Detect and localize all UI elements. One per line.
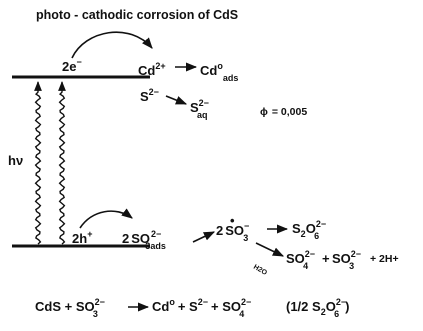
sulfide-release-arrow (165, 95, 188, 105)
holes-label: 2h+ (72, 229, 92, 246)
quantum-yield: ϕ= 0,005 (260, 106, 307, 118)
hydrolysis-arrow (255, 242, 285, 257)
sulfide-ion: S2− (140, 87, 159, 104)
hole-transfer-arrow (79, 208, 133, 229)
cadmium-adsorbed: Cdoads (200, 61, 238, 83)
photon-label: hν (8, 153, 23, 168)
water-label: H2O (252, 264, 268, 278)
excitation-wave-arrow-right (58, 81, 66, 245)
dithionate: S2O2−6 (292, 219, 326, 241)
overall-paren: (1/2 S2O2−6) (286, 297, 349, 319)
plus-sign-1: + (322, 251, 330, 266)
protons: + 2H+ (370, 253, 399, 265)
sulfate-ion: SO2−4 (286, 249, 315, 271)
sulfite-ion: SO2−3 (332, 249, 361, 271)
radical-formation-arrow (192, 231, 216, 243)
cadmium-ion: Cd2+ (138, 61, 166, 78)
overall-lhs: CdS + SO2−3 (35, 297, 105, 319)
diagram-title: photo - cathodic corrosion of CdS (36, 8, 238, 22)
radical-dot: • (230, 213, 235, 228)
sulfide-aqueous: S2−aq (190, 98, 209, 120)
overall-reaction: CdS + SO2−3 Cdo+ S2−+ SO2−4 (1/2 S2O2−6) (35, 297, 349, 319)
excitation-wave-arrow-left (34, 81, 42, 245)
overall-rhs: Cdo+ S2−+ SO2−4 (152, 297, 251, 319)
electron-transfer-arrow (71, 31, 153, 59)
electrons-label: 2e− (62, 57, 82, 74)
